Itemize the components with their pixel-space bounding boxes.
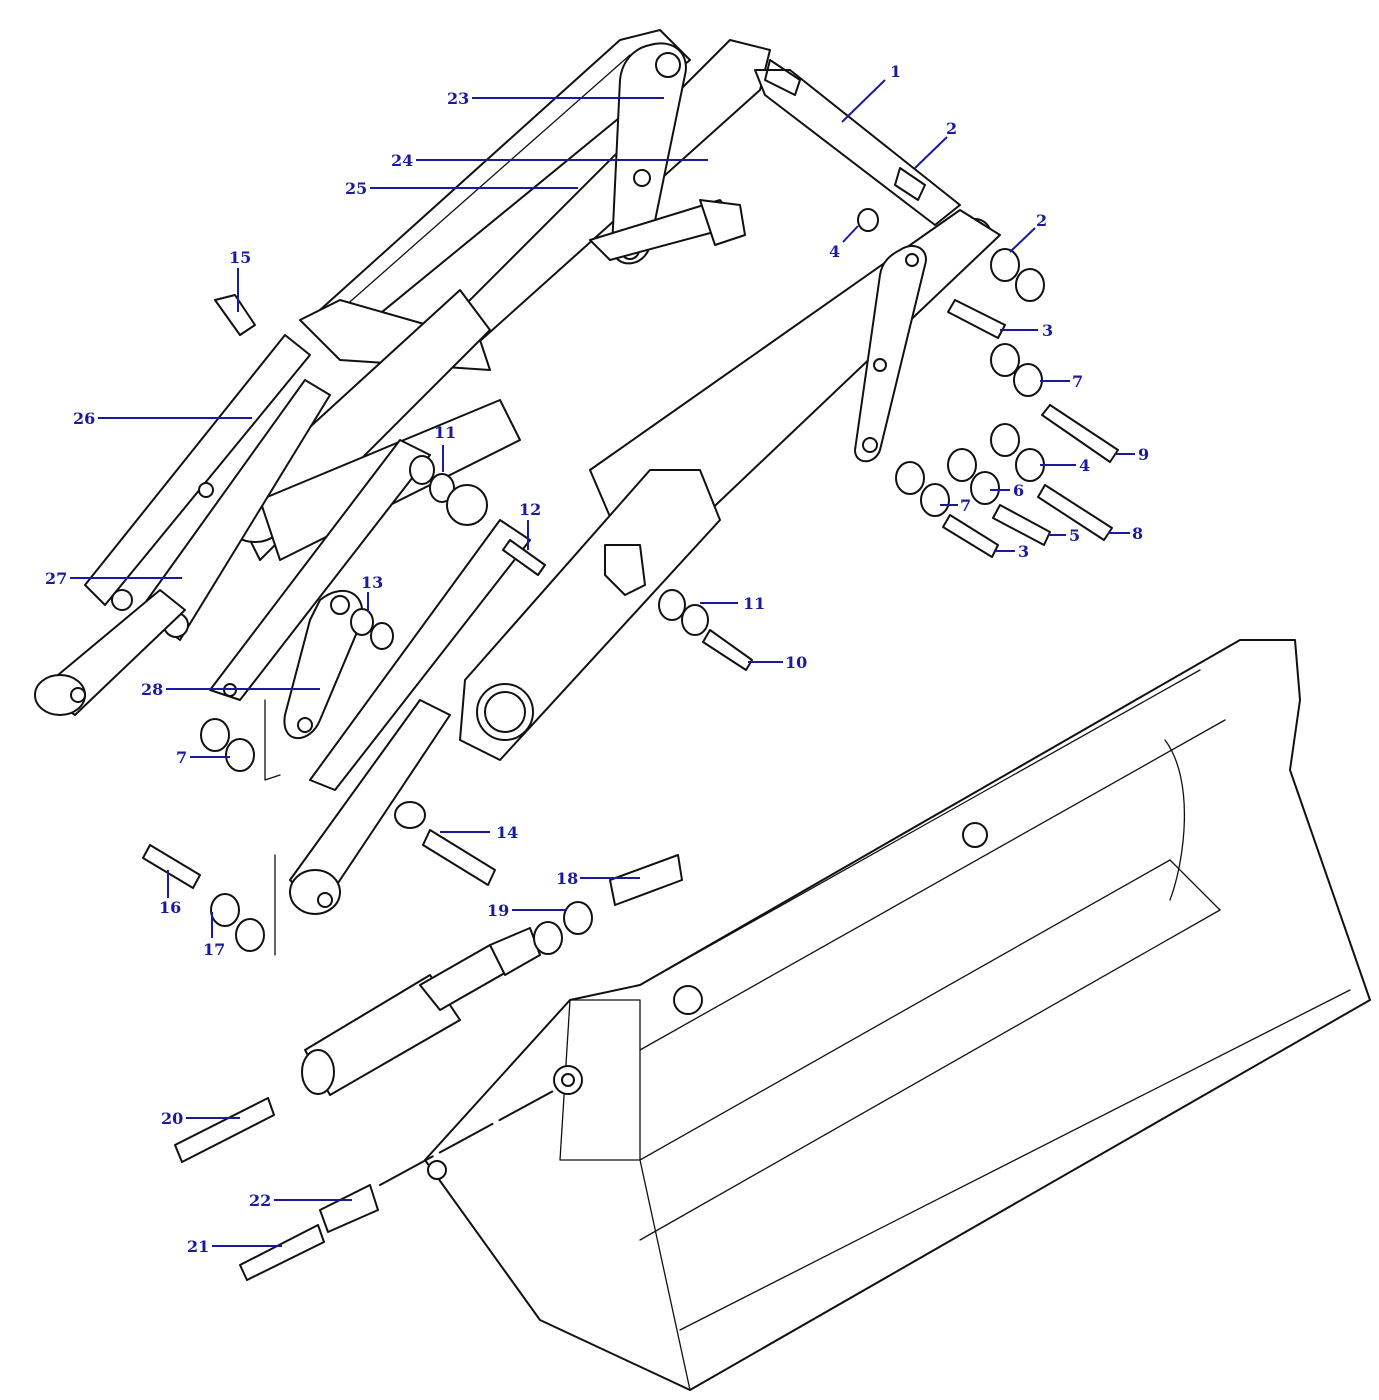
callout-6: 6: [1013, 481, 1024, 500]
callout-24: 24: [391, 151, 413, 170]
callout-22: 22: [249, 1191, 271, 1210]
alignment-bracket-upper: [264, 699, 281, 781]
callouts: 1 2 2 3 3 4 4 5 6 7 7 7 8 9 10 11 11: [45, 62, 1149, 1256]
callout-7-left: 7: [176, 748, 187, 767]
callout-4-right: 4: [1079, 456, 1090, 475]
callout-26: 26: [73, 409, 95, 428]
callout-7-right: 7: [1072, 372, 1083, 391]
callout-8: 8: [1132, 524, 1143, 543]
callout-12: 12: [519, 500, 541, 519]
callout-5: 5: [1069, 526, 1080, 545]
callout-18: 18: [556, 869, 578, 888]
bushing-stack-center: [214, 294, 753, 671]
callout-2-upper: 2: [946, 119, 957, 138]
callout-7-center: 7: [960, 496, 971, 515]
callout-14: 14: [496, 823, 518, 842]
callout-25: 25: [345, 179, 367, 198]
link-plate-right: [854, 245, 927, 463]
callout-3-lower: 3: [1018, 542, 1029, 561]
callout-3-upper: 3: [1042, 321, 1053, 340]
bushings-left: [142, 718, 496, 952]
callout-27: 27: [45, 569, 67, 588]
bucket: [424, 639, 1371, 1391]
upper-main-arm: [319, 29, 771, 351]
callout-9: 9: [1138, 445, 1149, 464]
center-arm: [209, 439, 531, 915]
callout-19: 19: [487, 901, 509, 920]
callout-15: 15: [229, 248, 251, 267]
callout-4-upper: 4: [829, 242, 840, 261]
callout-1: 1: [890, 62, 901, 81]
callout-16: 16: [159, 898, 181, 917]
callout-28: 28: [141, 680, 163, 699]
callout-23: 23: [447, 89, 469, 108]
callout-20: 20: [161, 1109, 183, 1128]
lower-arm-left: [34, 589, 186, 716]
link-28: [283, 589, 364, 740]
bushing-stack-right: [857, 208, 1119, 558]
callout-13: 13: [361, 573, 383, 592]
callout-21: 21: [187, 1237, 209, 1256]
callout-10: 10: [785, 653, 807, 672]
callout-11-upper: 11: [434, 423, 456, 442]
alignment-line: [379, 1089, 556, 1186]
callout-17: 17: [203, 940, 225, 959]
callout-11-lower: 11: [743, 594, 765, 613]
callout-2-right: 2: [1036, 211, 1047, 230]
tilt-cylinder-tube: [174, 854, 683, 1281]
